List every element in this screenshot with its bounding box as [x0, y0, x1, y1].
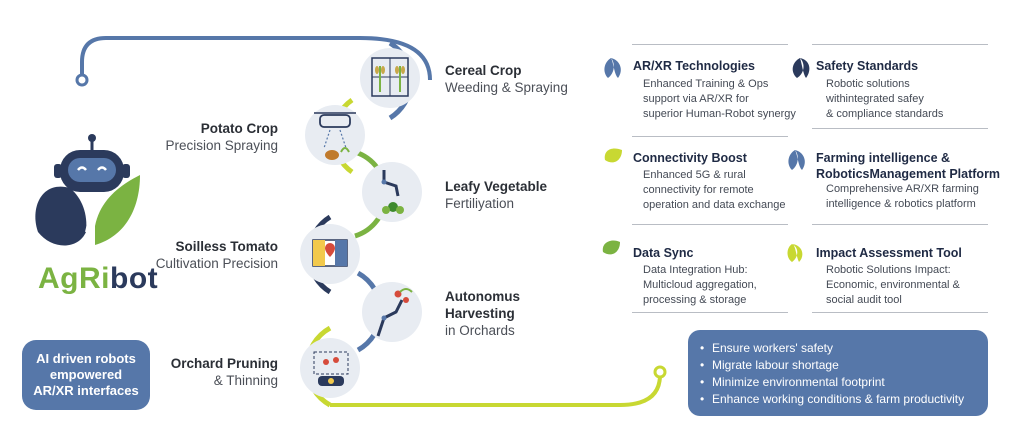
stage-subtitle: & Thinning	[213, 373, 278, 388]
feature-desc-line: support via AR/XR for	[643, 93, 749, 105]
stage-cereal-crop: Cereal Crop Weeding & Spraying	[445, 62, 568, 96]
agribot-robot-logo	[35, 134, 140, 246]
stage-title: Cereal Crop	[445, 63, 522, 78]
map-pin-icon	[300, 224, 360, 284]
ai-box-line: empowered	[49, 367, 123, 382]
divider	[812, 224, 988, 225]
feature-title-farming-intelligence: Farming intelligence & RoboticsManagemen…	[816, 150, 1000, 182]
logo-text-agri: AgRi	[38, 262, 110, 295]
benefit-item: Ensure workers' safety	[700, 340, 988, 357]
blue-leaf-icon-2	[788, 150, 805, 170]
divider	[632, 136, 788, 137]
feature-desc-line: processing & storage	[643, 294, 747, 306]
stage-leafy-vegetable: Leafy Vegetable Fertiliyation	[445, 178, 547, 212]
feature-desc-line: Multicloud aggregation,	[643, 279, 757, 291]
feature-desc-line: Data Integration Hub:	[643, 264, 748, 276]
feature-desc-line: & compliance standards	[826, 108, 944, 120]
feature-title-ar-xr: AR/XR Technologies	[633, 59, 756, 73]
divider	[632, 44, 788, 45]
blue-leaf-icon	[604, 58, 621, 78]
stage-subtitle: in Orchards	[445, 323, 515, 338]
divider	[632, 312, 788, 313]
feature-title-line: RoboticsManagement Platform	[816, 167, 1001, 181]
top-path	[80, 36, 432, 81]
pruning-robot-icon	[300, 338, 360, 398]
benefits-list: Ensure workers' safety Migrate labour sh…	[688, 330, 988, 408]
feature-desc-line: connectivity for remote	[643, 184, 754, 196]
feature-title-line: Farming intelligence &	[816, 151, 951, 165]
stage-subtitle: Weeding & Spraying	[445, 80, 568, 95]
benefit-item: Minimize environmental footprint	[700, 374, 988, 391]
divider	[812, 44, 988, 45]
top-path-dot	[75, 73, 89, 87]
navy-leaf-icon	[792, 58, 810, 78]
logo-text-bot: bot	[110, 262, 159, 295]
feature-desc-ar-xr: Enhanced Training & Ops support via AR/X…	[643, 77, 796, 122]
feature-desc-safety: Robotic solutions withintegrated safey &…	[826, 77, 943, 122]
green-leaf-icon-2	[602, 240, 620, 255]
feature-title-safety: Safety Standards	[816, 59, 919, 73]
ai-box-line: AR/XR interfaces	[33, 383, 139, 398]
harvest-robot-arm-icon	[362, 282, 422, 342]
feature-desc-line: operation and data exchange	[643, 199, 786, 211]
stage-title: Potato Crop	[200, 121, 278, 136]
feature-desc-data-sync: Data Integration Hub: Multicloud aggrega…	[643, 263, 757, 308]
stage-title-line2: Harvesting	[445, 306, 515, 321]
ai-driven-robots-box: AI driven robots empowered AR/XR interfa…	[22, 340, 150, 410]
feature-title-connectivity: Connectivity Boost	[633, 151, 747, 165]
drone-potato-icon	[305, 105, 365, 165]
ai-box-line: AI driven robots	[36, 351, 136, 366]
agribot-logo-text: AgRibot	[38, 262, 158, 296]
feature-desc-line: superior Human-Robot synergy	[643, 108, 796, 120]
feature-desc-line: Robotic solutions	[826, 78, 910, 90]
stage-title: Leafy Vegetable	[445, 179, 548, 194]
stage-subtitle: Precision Spraying	[165, 138, 278, 153]
stage-subtitle: Cultivation Precision	[155, 256, 278, 271]
stage-orchard-pruning: Orchard Pruning & Thinning	[150, 355, 278, 389]
feature-desc-farming-intelligence: Comprehensive AR/XR farming intelligence…	[826, 182, 979, 212]
feature-title-impact-assessment: Impact Assessment Tool	[816, 246, 962, 260]
benefit-item: Enhance working conditions & farm produc…	[700, 391, 988, 408]
divider	[632, 224, 788, 225]
feature-desc-line: intelligence & robotics platform	[826, 198, 976, 210]
feature-desc-line: Robotic Solutions Impact:	[826, 264, 951, 276]
stage-autonomus-harvesting: Autonomus Harvesting in Orchards	[445, 288, 520, 339]
stage-title: Soilless Tomato	[175, 239, 278, 254]
benefits-box: Ensure workers' safety Migrate labour sh…	[688, 330, 988, 416]
bottom-path	[330, 374, 662, 407]
stage-soilless-tomato: Soilless Tomato Cultivation Precision	[130, 238, 278, 272]
wheat-field-icon	[360, 48, 420, 108]
stage-subtitle: Fertiliyation	[445, 196, 515, 211]
feature-desc-connectivity: Enhanced 5G & rural connectivity for rem…	[643, 168, 786, 213]
stage-potato-crop: Potato Crop Precision Spraying	[150, 120, 278, 154]
feature-title-data-sync: Data Sync	[633, 246, 694, 260]
divider	[812, 128, 988, 129]
feature-desc-line: Enhanced Training & Ops	[643, 78, 769, 90]
lime-leaf-icon	[787, 244, 803, 262]
stage-title: Autonomus	[445, 289, 520, 304]
divider	[812, 312, 988, 313]
feature-desc-line: Comprehensive AR/XR farming	[826, 183, 979, 195]
benefit-item: Migrate labour shortage	[700, 357, 988, 374]
feature-desc-line: Enhanced 5G & rural	[643, 169, 746, 181]
robot-arm-plant-icon	[362, 162, 422, 222]
feature-desc-impact-assessment: Robotic Solutions Impact: Economic, envi…	[826, 263, 960, 308]
feature-desc-line: social audit tool	[826, 294, 902, 306]
stage-title: Orchard Pruning	[170, 356, 278, 371]
feature-desc-line: withintegrated safey	[826, 93, 924, 105]
feature-desc-line: Economic, environmental &	[826, 279, 960, 291]
green-leaf-icon	[604, 148, 622, 163]
bottom-path-dot	[653, 365, 667, 379]
